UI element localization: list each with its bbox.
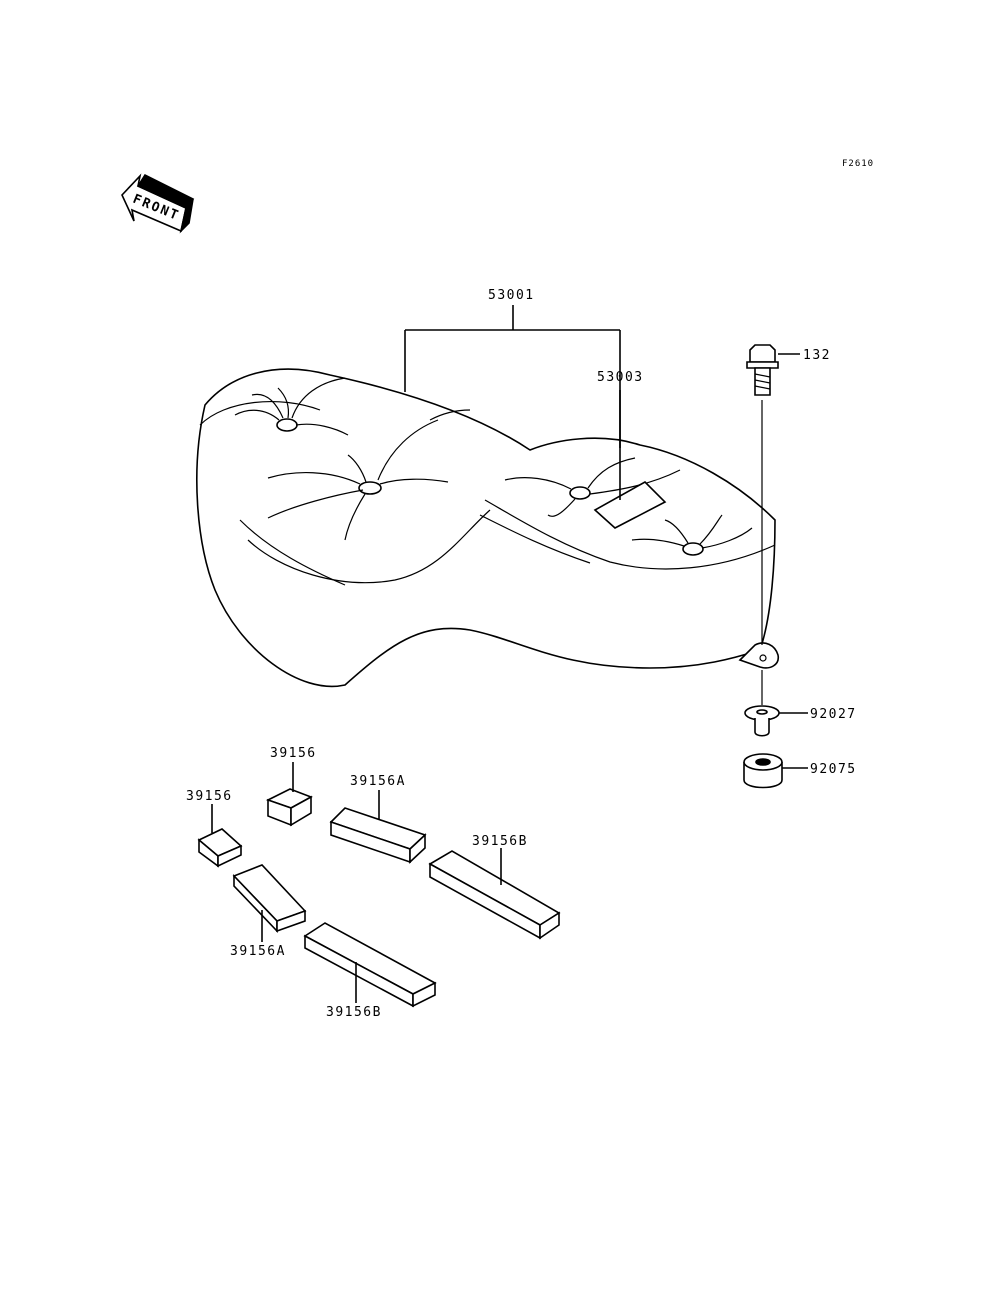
rubber-block-icon xyxy=(329,807,427,864)
label-39156-top: 39156 xyxy=(270,746,317,761)
bolt-icon xyxy=(746,344,779,645)
label-53003: 53003 xyxy=(597,370,644,385)
label-39156A-bottom: 39156A xyxy=(230,944,286,959)
rubber-block-icon xyxy=(232,864,307,933)
rubber-block-icon xyxy=(265,788,313,827)
figure-code: F2610 xyxy=(842,159,874,169)
rubber-block-icon xyxy=(428,850,561,940)
label-132: 132 xyxy=(803,348,831,363)
label-39156-left: 39156 xyxy=(186,789,233,804)
label-39156B-bottom: 39156B xyxy=(326,1005,382,1020)
label-92075: 92075 xyxy=(810,762,857,777)
seat-body xyxy=(196,368,780,688)
front-arrow-icon: FRONT xyxy=(121,173,195,234)
label-39156B-right: 39156B xyxy=(472,834,528,849)
damper-icon xyxy=(743,753,783,789)
rubber-block-icon xyxy=(303,922,437,1008)
label-39156A-top: 39156A xyxy=(350,774,406,789)
rubber-block-icon xyxy=(197,828,243,868)
collar-icon xyxy=(744,705,780,737)
label-53001: 53001 xyxy=(488,288,535,303)
label-92027: 92027 xyxy=(810,707,857,722)
